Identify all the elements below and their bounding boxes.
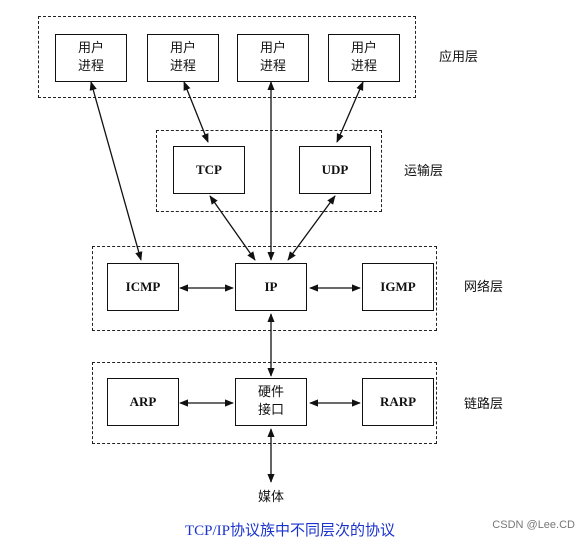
user-process-box-2: 用户 进程 — [147, 34, 219, 82]
arrow-udp-ip — [287, 195, 336, 261]
ip-box: IP — [235, 263, 307, 311]
arrow-user4-udp — [336, 81, 364, 143]
arrow-tcp-ip — [209, 195, 256, 261]
arp-box: ARP — [107, 378, 179, 426]
figure-caption: TCP/IP协议族中不同层次的协议 — [184, 523, 396, 539]
medium-label: 媒体 — [257, 490, 284, 505]
application-layer-label: 应用层 — [439, 50, 479, 65]
arrow-user1-icmp — [89, 81, 143, 261]
link-layer-label: 链路层 — [464, 397, 504, 412]
user-process-box-1: 用户 进程 — [55, 34, 127, 82]
rarp-box: RARP — [362, 378, 434, 426]
user-process-box-4: 用户 进程 — [328, 34, 400, 82]
icmp-box: ICMP — [107, 263, 179, 311]
watermark: CSDN @Lee.CD — [492, 519, 575, 531]
udp-box: UDP — [299, 146, 371, 194]
network-layer-frame — [92, 246, 437, 331]
link-layer-frame — [92, 362, 437, 444]
transport-layer-label: 运输层 — [404, 164, 444, 179]
tcp-box: TCP — [173, 146, 245, 194]
igmp-box: IGMP — [362, 263, 434, 311]
user-process-box-3: 用户 进程 — [237, 34, 309, 82]
network-layer-label: 网络层 — [464, 280, 504, 295]
arrow-user2-tcp — [183, 81, 209, 143]
hardware-interface-box: 硬件 接口 — [235, 378, 307, 426]
application-layer-frame — [38, 16, 416, 98]
